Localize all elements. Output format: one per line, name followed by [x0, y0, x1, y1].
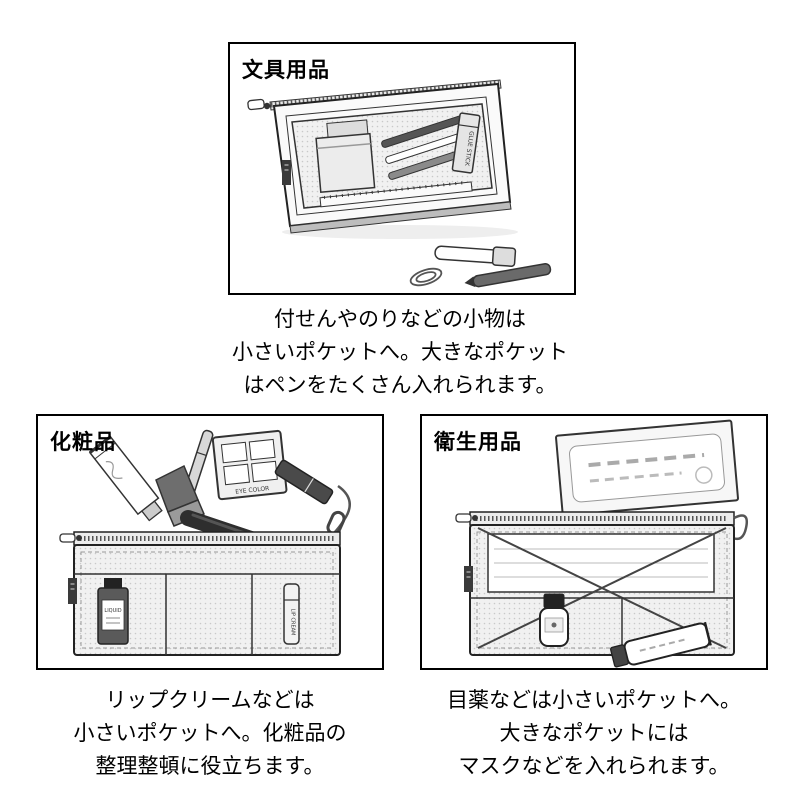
hygiene-pouch-drawing	[455, 511, 748, 668]
liquid-bottle-drawing: LIQUID	[97, 578, 129, 645]
cosmetics-illustration: EYE COLOR	[59, 429, 351, 656]
strap-loop-drawing	[732, 514, 748, 541]
stitch-line	[80, 551, 334, 649]
brand-tag	[464, 566, 473, 592]
zipper-pull-icon	[247, 98, 271, 111]
panel-hygiene: 衛生用品	[420, 414, 768, 670]
brand-tag	[282, 160, 291, 185]
cosmetics-pouch-drawing: LIQUID LIP CREAM	[59, 531, 341, 656]
caption-line: 目薬などは小さいポケットへ。	[447, 688, 741, 712]
lip-cream-drawing: LIP CREAM	[283, 583, 300, 645]
eye-drops-drawing	[539, 593, 569, 647]
card-drawing	[555, 419, 739, 517]
paper-clip-drawing	[409, 267, 443, 287]
lip-cream-label: LIP CREAM	[290, 609, 296, 636]
panel-cosmetics-label: 化粧品	[50, 430, 116, 454]
pen-case-drawing: GLUE STICK	[247, 79, 512, 234]
lipstick-drawing	[274, 459, 334, 505]
case-base	[289, 201, 512, 234]
caption-line: 大きなポケットには	[499, 721, 689, 745]
panel-stationery-label: 文具用品	[242, 58, 330, 82]
zipper-pull-icon	[59, 533, 82, 543]
caption-line: リップクリームなどは	[105, 688, 315, 712]
sticky-notes-drawing	[315, 119, 376, 194]
stitch-line	[476, 531, 728, 649]
caption-hygiene: 目薬などは小さいポケットへ。 大きなポケットには マスクなどを入れられます。	[394, 684, 794, 783]
pens-inside-drawing	[381, 115, 472, 180]
glue-stick-drawing: GLUE STICK	[451, 112, 481, 174]
case-shadow	[282, 225, 518, 239]
panel-cosmetics: 化粧品	[36, 414, 384, 670]
hygiene-illustration	[455, 419, 748, 668]
zipper-pull-icon	[455, 513, 478, 523]
caption-line: 小さいポケットへ。化粧品の	[73, 721, 347, 745]
panel-hygiene-label: 衛生用品	[434, 430, 522, 454]
brand-tag	[68, 578, 77, 604]
glue-stick-label: GLUE STICK	[463, 131, 475, 168]
mask-drawing	[487, 533, 715, 593]
caption-line: はペンをたくさん入れられます。	[243, 373, 557, 397]
caption-cosmetics: リップクリームなどは 小さいポケットへ。化粧品の 整理整頓に役立ちます。	[10, 684, 410, 783]
caption-line: 小さいポケットへ。大きなポケット	[232, 340, 568, 364]
pen-drawing	[464, 263, 552, 288]
stationery-illustration: GLUE STICK	[247, 79, 552, 288]
marker-pen-drawing	[434, 245, 517, 267]
cream-tube-drawing	[88, 435, 163, 522]
caption-line: マスクなどを入れられます。	[458, 754, 730, 778]
caption-stationery: 付せんやのりなどの小物は 小さいポケットへ。大きなポケット はペンをたくさん入れ…	[150, 303, 650, 402]
caption-line: 整理整頓に役立ちます。	[95, 754, 325, 778]
ruler-drawing	[319, 180, 473, 208]
panel-stationery: 文具用品	[228, 42, 576, 295]
eye-color-palette-drawing: EYE COLOR	[211, 429, 288, 501]
caption-line: 付せんやのりなどの小物は	[274, 307, 526, 331]
ointment-tube-drawing	[610, 621, 712, 668]
liquid-label: LIQUID	[104, 608, 121, 614]
eye-color-label: EYE COLOR	[235, 485, 270, 496]
